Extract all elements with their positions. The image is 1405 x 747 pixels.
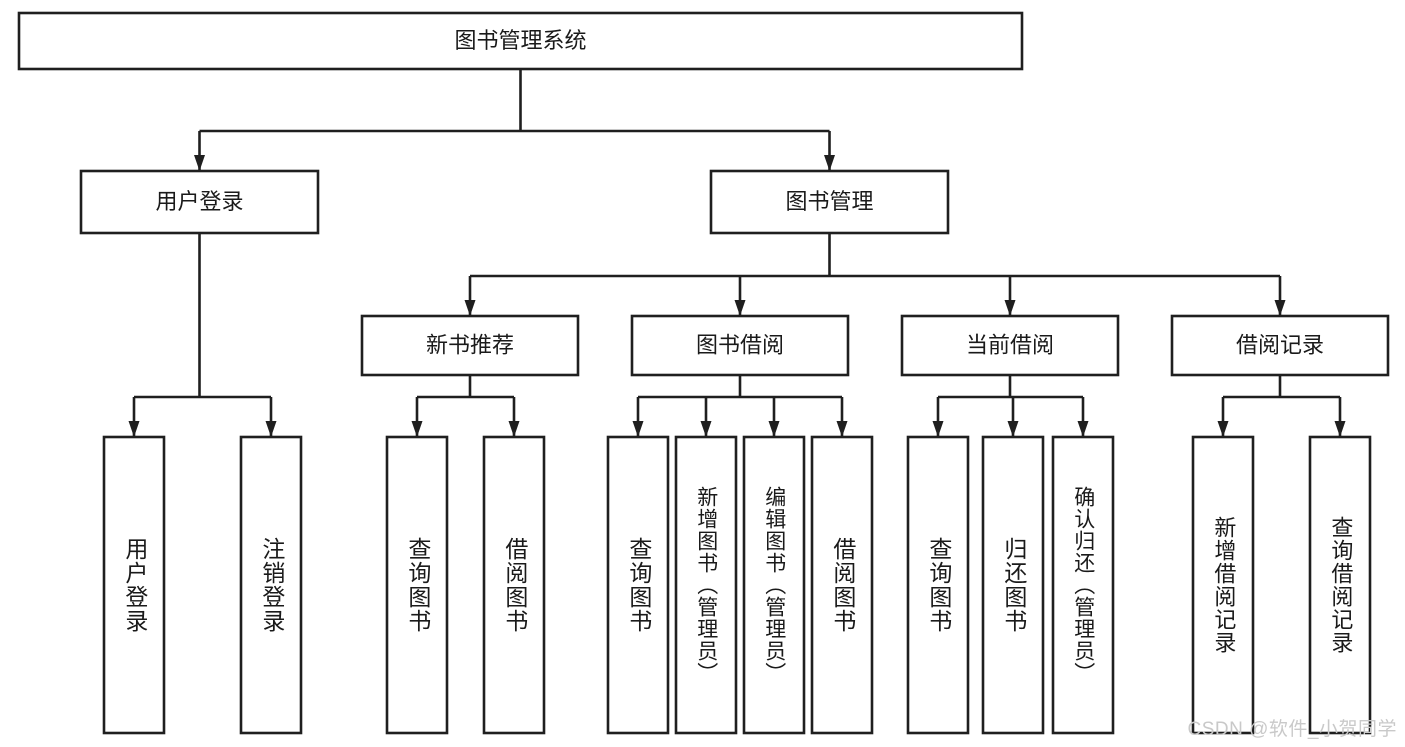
node-label-borrow-record: 借阅记录: [1236, 332, 1324, 357]
node-box-book-manage[interactable]: [709, 169, 950, 235]
edges-layer: [128, 69, 1346, 437]
arrow-head-current-borrow-1: [1007, 421, 1019, 437]
arrow-head-new-book-rec-1: [508, 421, 520, 437]
node-box-borrow-record[interactable]: [1170, 314, 1390, 377]
arrow-head-new-book-rec-0: [411, 421, 423, 437]
arrow-head-borrow-record-1: [1334, 421, 1346, 437]
watermark: CSDN @软件_小贺同学: [1187, 719, 1397, 740]
node-box-leaf-add-record[interactable]: [1191, 435, 1255, 735]
arrow-head-root-1: [824, 155, 835, 171]
arrow-head-current-borrow-2: [1077, 421, 1089, 437]
node-box-leaf-confirm-return[interactable]: [1051, 435, 1115, 735]
node-label-new-book-rec: 新书推荐: [426, 332, 514, 357]
arrow-head-user-login-1: [265, 421, 277, 437]
node-box-leaf-query-record[interactable]: [1308, 435, 1372, 735]
node-label-book-manage: 图书管理: [785, 189, 873, 214]
node-box-leaf-logout[interactable]: [239, 435, 303, 735]
arrow-head-book-borrow-2: [768, 421, 780, 437]
arrow-head-borrow-record-0: [1217, 421, 1229, 437]
node-box-leaf-query-book-2[interactable]: [606, 435, 670, 735]
node-box-leaf-user-login[interactable]: [102, 435, 166, 735]
node-box-leaf-return-book[interactable]: [981, 435, 1045, 735]
arrow-head-user-login-0: [128, 421, 140, 437]
node-box-leaf-edit-book[interactable]: [742, 435, 806, 735]
arrow-head-book-manage-3: [1274, 300, 1286, 316]
node-label-book-borrow: 图书借阅: [696, 332, 784, 357]
arrow-head-book-manage-2: [1004, 300, 1016, 316]
arrow-head-book-borrow-3: [836, 421, 848, 437]
node-box-leaf-query-book-1[interactable]: [385, 435, 449, 735]
nodes-layer: [17, 11, 1390, 735]
arrow-head-book-manage-0: [464, 300, 476, 316]
arrow-head-root-0: [194, 155, 205, 171]
node-box-current-borrow[interactable]: [900, 314, 1120, 377]
arrow-head-current-borrow-0: [932, 421, 944, 437]
node-label-root: 图书管理系统: [454, 28, 586, 53]
arrow-head-book-manage-1: [734, 300, 746, 316]
node-box-root[interactable]: [17, 11, 1024, 71]
node-box-book-borrow[interactable]: [630, 314, 850, 377]
node-box-leaf-borrow-book-1[interactable]: [482, 435, 546, 735]
node-label-current-borrow: 当前借阅: [966, 332, 1054, 357]
node-box-new-book-rec[interactable]: [360, 314, 580, 377]
node-box-user-login[interactable]: [79, 169, 320, 235]
node-box-leaf-add-book[interactable]: [674, 435, 738, 735]
arrow-head-book-borrow-1: [700, 421, 712, 437]
node-box-leaf-query-book-3[interactable]: [906, 435, 970, 735]
node-label-user-login: 用户登录: [155, 189, 243, 214]
node-box-leaf-borrow-book-2[interactable]: [810, 435, 874, 735]
arrow-head-book-borrow-0: [632, 421, 644, 437]
